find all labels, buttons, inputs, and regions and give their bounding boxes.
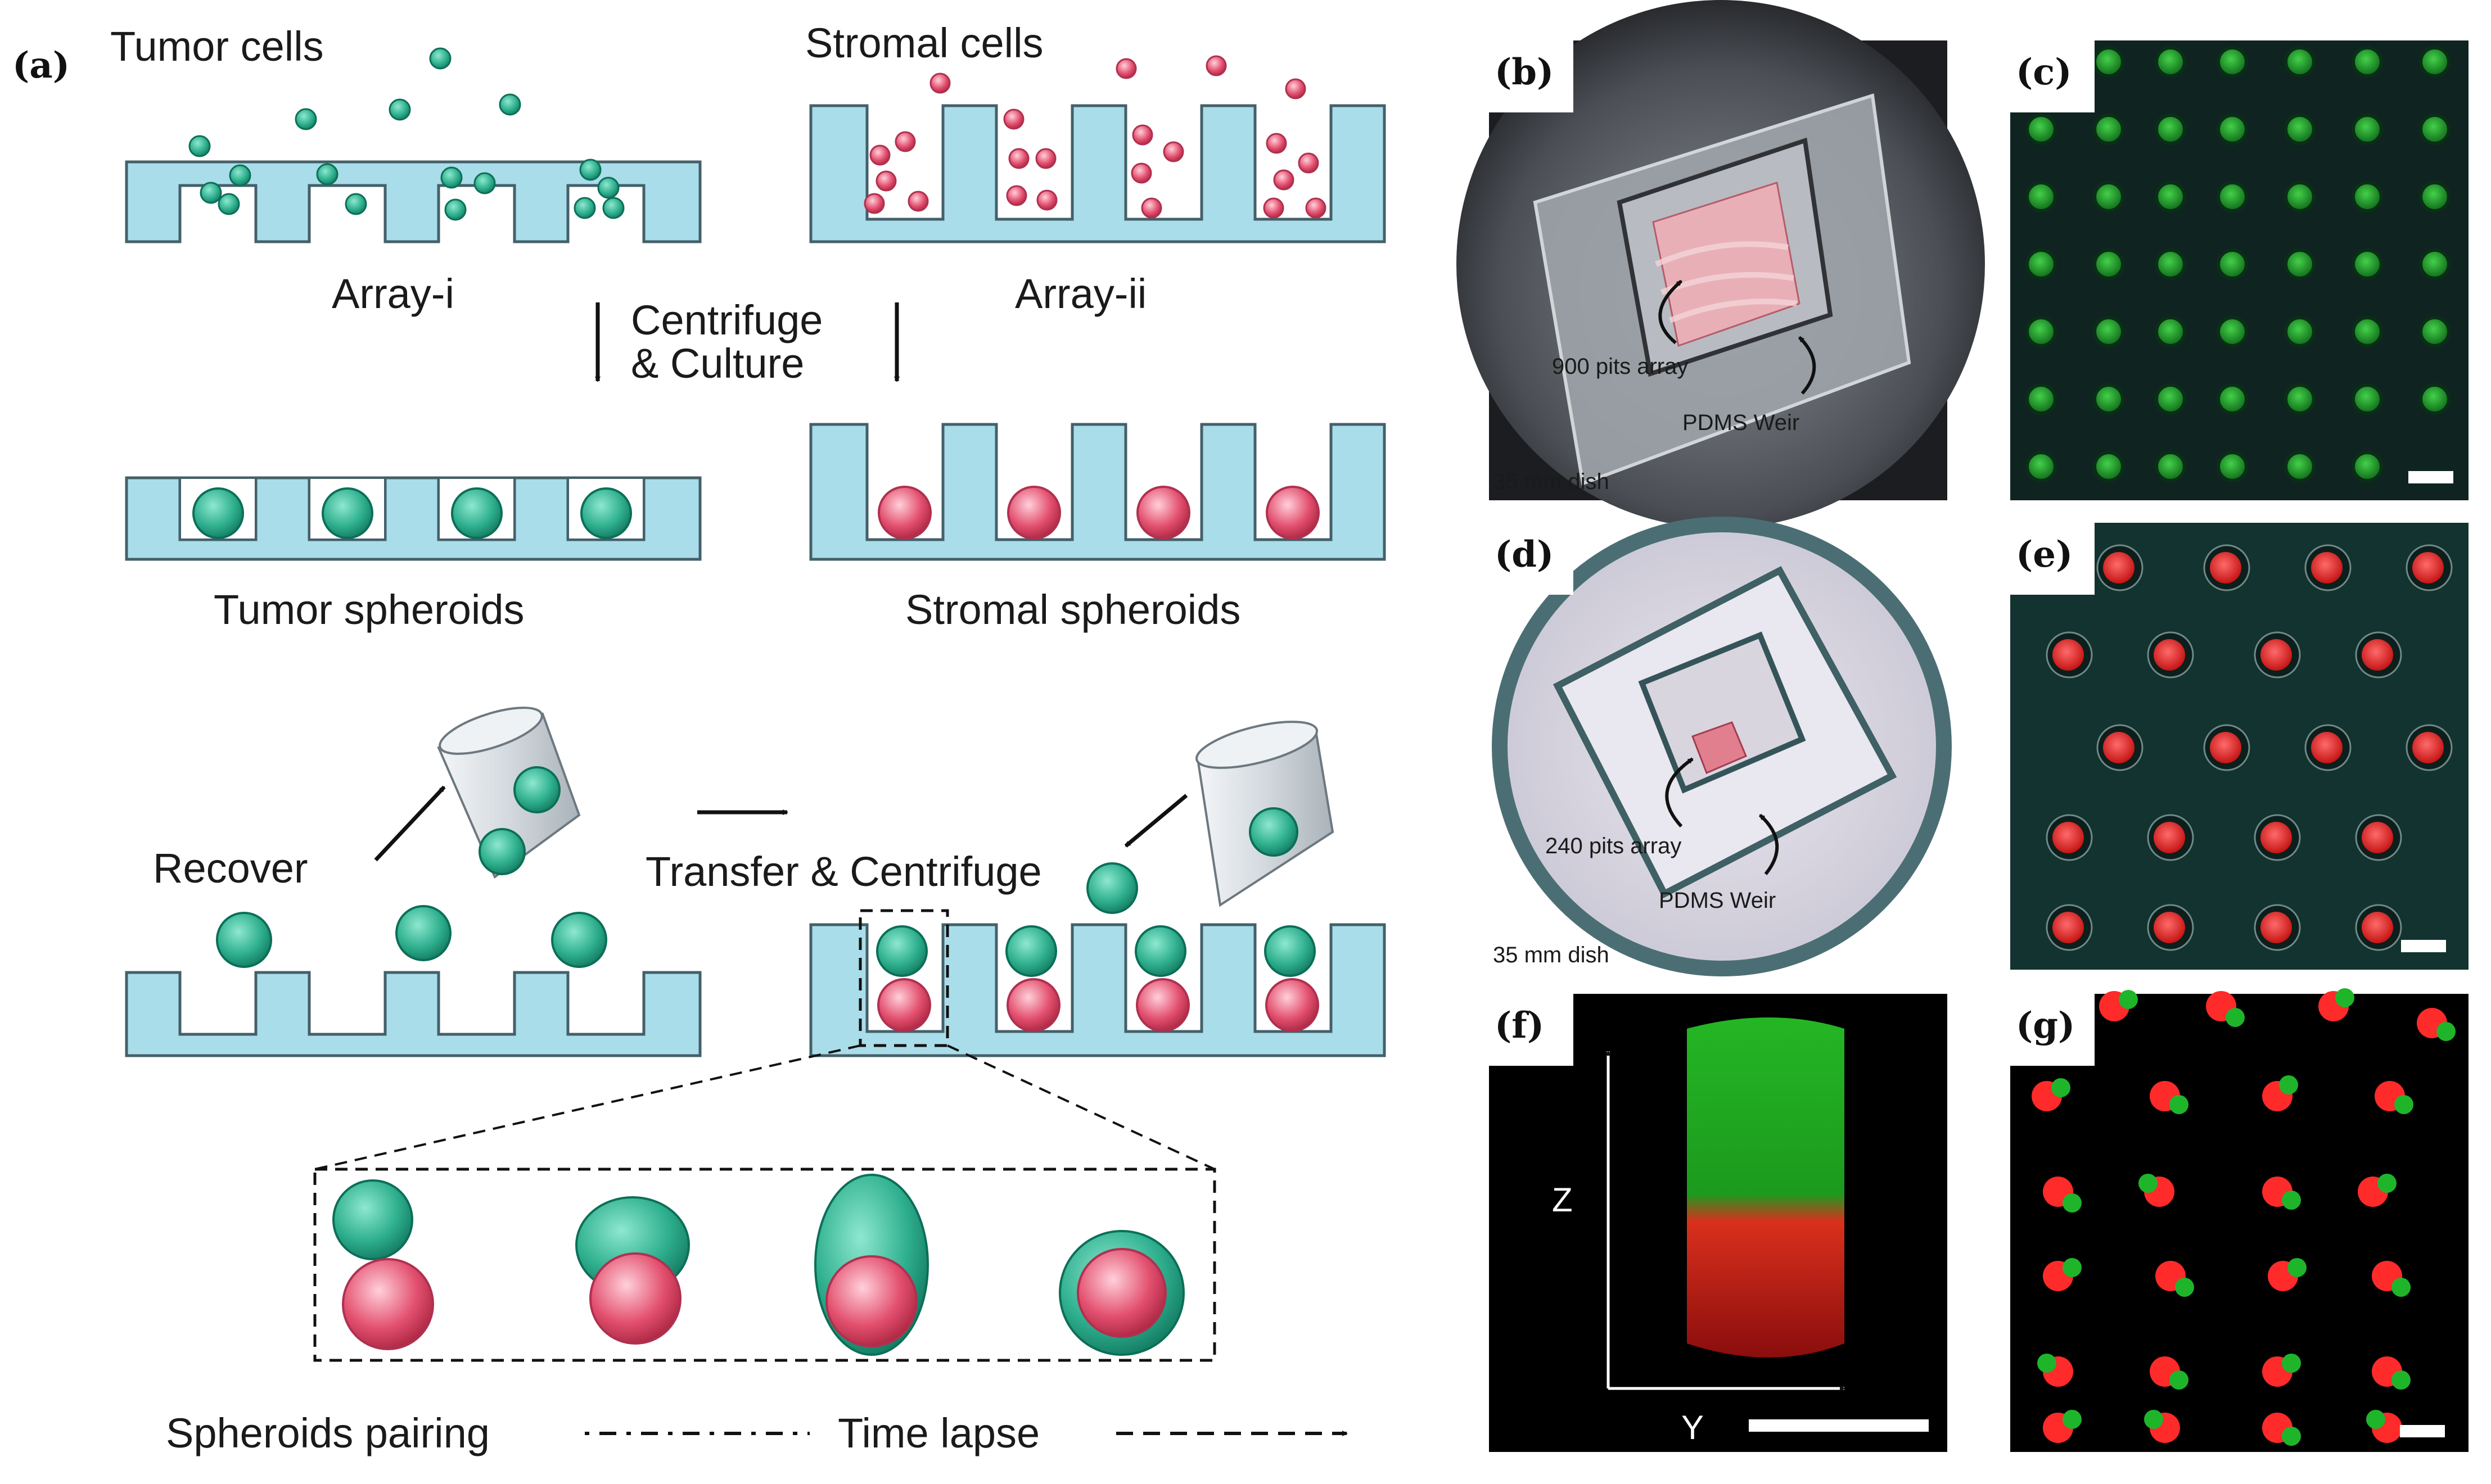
scale-bar-g bbox=[2400, 1425, 2445, 1437]
recover-arrow bbox=[374, 785, 446, 862]
microwell-array-ii bbox=[809, 104, 1386, 243]
paired-spheroid-profile bbox=[1687, 1017, 1844, 1358]
y-axis-label: Y bbox=[1681, 1409, 1704, 1446]
zoom-box-large bbox=[313, 1168, 1216, 1362]
array-ii-label: Array-ii bbox=[1015, 270, 1147, 317]
panel-a: (a) Tumor cells Stromal cells bbox=[12, 20, 1386, 1456]
paired-spheroid-array bbox=[809, 923, 1386, 1057]
panel-label-bg-f bbox=[1489, 994, 1573, 1066]
tumor-spheroids-group bbox=[192, 487, 632, 539]
panel-label-bg-c bbox=[2010, 40, 2095, 112]
spheroids-pairing-label: Spheroids pairing bbox=[166, 1410, 490, 1456]
panel-label-b: (b) bbox=[1495, 51, 1554, 93]
weir-label-b: PDMS Weir bbox=[1682, 410, 1799, 435]
paired-spheroids-group bbox=[876, 925, 1319, 1032]
stromal-cells-label: Stromal cells bbox=[805, 20, 1044, 66]
tube-arrow-right bbox=[1124, 794, 1188, 848]
tumor-cells-group bbox=[188, 47, 625, 221]
stromal-spheroid-array bbox=[809, 423, 1386, 561]
array-label-d: 240 pits array bbox=[1545, 834, 1681, 858]
recover-label: Recover bbox=[153, 845, 308, 892]
panel-b: (b) 900 pits array PDMS Weir 35 mm dish bbox=[1456, 0, 1985, 528]
weir-pointer-d bbox=[1758, 813, 1779, 875]
panel-label-d: (d) bbox=[1495, 533, 1554, 576]
green-spheroid-grid bbox=[2025, 46, 2451, 482]
weir-label-d: PDMS Weir bbox=[1659, 888, 1776, 913]
tumor-spheroids-label: Tumor spheroids bbox=[214, 586, 524, 633]
centrifuge-label: Centrifuge bbox=[631, 297, 823, 343]
culture-label: & Culture bbox=[631, 340, 804, 387]
recovered-spheroids-group bbox=[216, 905, 607, 968]
panel-label-c: (c) bbox=[2016, 51, 2072, 93]
scale-bar-c bbox=[2408, 471, 2453, 483]
array-i-label: Array-i bbox=[332, 270, 454, 317]
array-label-b: 900 pits array bbox=[1552, 354, 1688, 379]
array-pointer-d bbox=[1665, 757, 1694, 828]
array-pointer-b bbox=[1658, 279, 1682, 345]
panel-e: (e) bbox=[2010, 523, 2469, 970]
dish-label-d: 35 mm dish bbox=[1493, 943, 1609, 967]
z-axis-label: Z bbox=[1552, 1181, 1573, 1219]
panel-c: (c) bbox=[2010, 40, 2469, 500]
paired-spheroid-grid bbox=[2032, 988, 2456, 1446]
panel-label-e: (e) bbox=[2016, 533, 2073, 576]
panel-label-bg-d bbox=[1489, 523, 1573, 595]
tube-left bbox=[437, 707, 581, 879]
panel-label-bg-b bbox=[1489, 40, 1573, 112]
stromal-cells-group bbox=[864, 55, 1326, 219]
empty-microwell-array bbox=[125, 971, 702, 1057]
weir-pointer-b bbox=[1798, 336, 1816, 395]
panel-d: (d) 240 pits array PDMS Weir 35 mm dish bbox=[1489, 517, 1952, 976]
time-lapse-label: Time lapse bbox=[838, 1410, 1040, 1456]
zoom-box-small bbox=[859, 909, 949, 1047]
falling-spheroid bbox=[1086, 862, 1138, 914]
scale-bar-e bbox=[2401, 940, 2446, 952]
zoom-line-left bbox=[314, 1044, 861, 1170]
panel-g: (g) bbox=[2010, 988, 2469, 1452]
panel-label-bg-e bbox=[2010, 523, 2095, 595]
panel-label-bg-g bbox=[2010, 994, 2095, 1066]
red-spheroid-grid bbox=[2046, 544, 2453, 951]
dish-label-b: 35 mm dish bbox=[1493, 469, 1609, 494]
panel-label-f: (f) bbox=[1495, 1005, 1544, 1047]
panel-label-a: (a) bbox=[12, 44, 70, 87]
tumor-cells-label: Tumor cells bbox=[110, 23, 324, 70]
tumor-spheroid-array bbox=[125, 476, 702, 561]
panel-label-g: (g) bbox=[2016, 1005, 2075, 1047]
panel-f: (f) Z Y bbox=[1489, 994, 1947, 1452]
zoom-line-right bbox=[947, 1044, 1215, 1170]
tube-right bbox=[1195, 721, 1334, 907]
stromal-spheroids-label: Stromal spheroids bbox=[905, 586, 1240, 633]
stromal-spheroids-group bbox=[878, 486, 1320, 540]
transfer-centrifuge-label: Transfer & Centrifuge bbox=[646, 848, 1042, 895]
time-lapse-sequence bbox=[332, 1174, 1185, 1356]
scale-bar-f bbox=[1749, 1419, 1929, 1432]
